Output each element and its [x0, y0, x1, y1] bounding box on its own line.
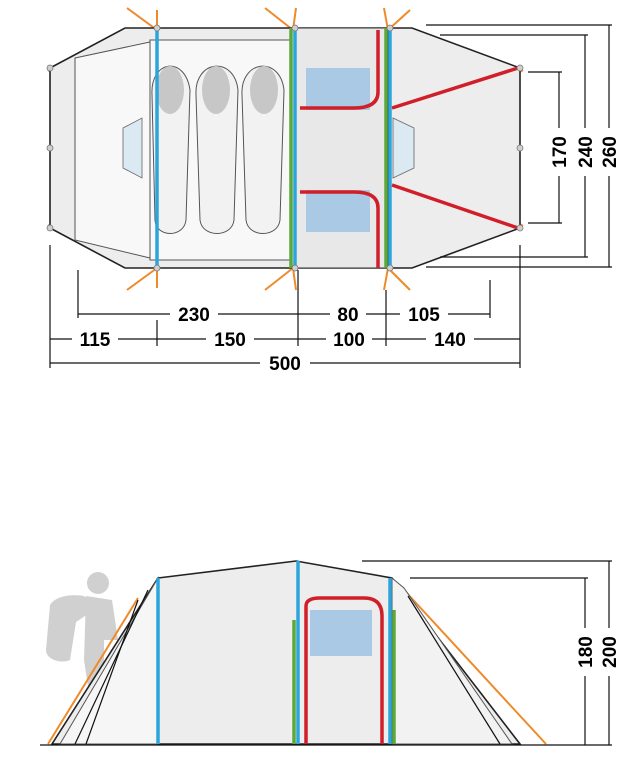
- plan-pegs: [46, 24, 524, 272]
- plan-front-red-lines: [391, 66, 519, 230]
- plan-horizontal-labels: 230 80 105 115 150 100 140 500: [80, 305, 466, 375]
- dim-180: 180: [576, 636, 597, 668]
- dim-260: 260: [600, 136, 621, 168]
- dim-80: 80: [337, 305, 358, 326]
- plan-front-window: [392, 117, 415, 179]
- side-view: 180 200: [40, 560, 621, 746]
- sleeping-bag-1: [151, 65, 191, 234]
- side-poles: [156, 561, 396, 744]
- sleeping-bag-2: [195, 65, 239, 234]
- side-height-labels: 180 200: [576, 636, 621, 668]
- dim-200: 200: [600, 636, 621, 668]
- dim-170: 170: [550, 136, 571, 168]
- plan-vertical-dimensions: [426, 24, 612, 268]
- plan-window-top: [306, 68, 370, 110]
- side-window: [310, 610, 372, 656]
- side-height-dimensions: [362, 560, 612, 745]
- plan-door-bottom: [300, 190, 380, 268]
- dim-115: 115: [80, 330, 111, 351]
- dim-240: 240: [576, 136, 597, 168]
- side-door: [304, 596, 384, 744]
- plan-door-top: [300, 30, 380, 110]
- dim-230: 230: [178, 305, 210, 326]
- sleeping-bag-3: [241, 65, 285, 234]
- plan-rear-window: [122, 117, 143, 179]
- dim-500: 500: [269, 354, 301, 375]
- plan-sleeping-bags: [151, 65, 285, 234]
- plan-view: 230 80 105 115 150 100 140 500 170: [46, 7, 621, 375]
- dim-140: 140: [434, 330, 466, 351]
- side-front-panel: [391, 576, 513, 745]
- plan-horizontal-dimensions: [49, 245, 521, 368]
- plan-vertical-labels: 170 240 260: [550, 136, 621, 168]
- dim-150: 150: [214, 330, 246, 351]
- dim-105: 105: [408, 305, 440, 326]
- plan-window-bottom: [306, 190, 370, 232]
- dim-100: 100: [333, 330, 365, 351]
- plan-poles: [155, 28, 392, 268]
